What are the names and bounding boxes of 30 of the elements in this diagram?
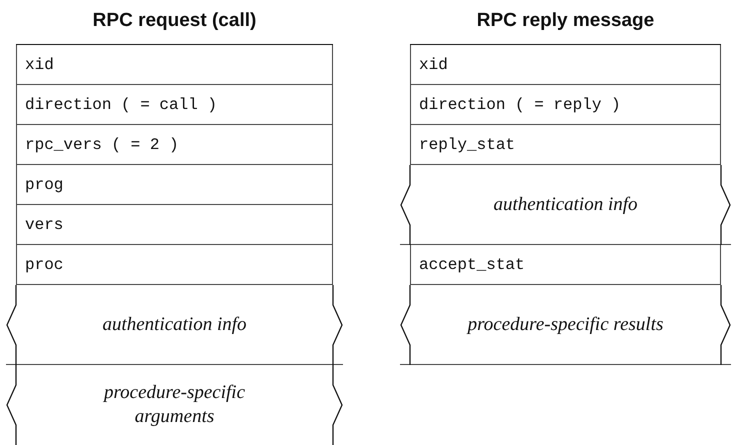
fixed-field [16,45,333,85]
field-label: proc [25,254,64,276]
field-label: vers [25,214,64,236]
fixed-field [16,85,333,125]
fixed-field [16,165,333,205]
field-label: reply_stat [419,134,516,156]
field-label: authentication info [493,192,638,216]
field-label: prog [25,174,64,196]
field-label: xid [419,54,448,76]
field-label: procedure-specific results [468,312,664,336]
field-label: rpc_vers ( = 2 ) [25,134,179,156]
field-label: accept_stat [419,254,525,276]
variable-length-field [400,165,731,245]
variable-length-field [6,365,343,445]
fixed-field [16,125,333,165]
field-label: direction ( = call ) [25,94,218,116]
fixed-field [410,85,721,125]
fixed-field [410,245,721,285]
variable-length-field [400,285,731,365]
variable-length-field [6,285,343,365]
fixed-field [16,205,333,245]
fixed-field [410,45,721,85]
frame-heading: RPC reply message [476,9,656,33]
field-label: procedure-specific arguments [102,381,246,429]
fixed-field [410,125,721,165]
frame-heading: RPC request (call) [92,9,258,33]
field-label: authentication info [102,312,247,336]
field-label: xid [25,54,54,76]
field-label: direction ( = reply ) [419,94,621,116]
fixed-field [16,245,333,285]
